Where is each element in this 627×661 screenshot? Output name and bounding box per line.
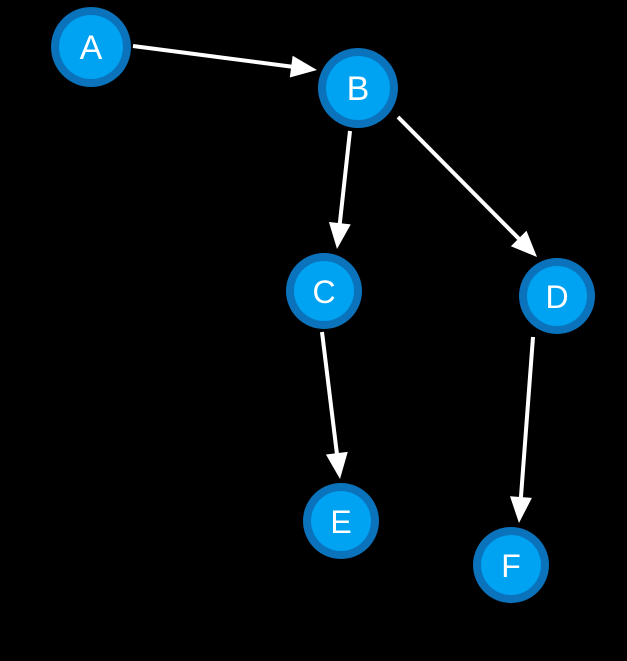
node-label: E (330, 504, 351, 540)
edge-shaft (396, 115, 522, 242)
edge-arrowhead-icon (510, 230, 537, 257)
node-label: B (347, 70, 370, 108)
edge-shaft (320, 331, 340, 456)
graph-node-c[interactable]: C (286, 253, 362, 329)
graph-edge-b-to-d (396, 115, 537, 257)
node-fill (59, 15, 123, 79)
node-fill (311, 491, 371, 551)
edges-layer (132, 44, 537, 523)
graph-node-d[interactable]: D (519, 258, 595, 334)
graph-node-f[interactable]: F (473, 527, 549, 603)
edge-arrowhead-icon (328, 221, 351, 249)
node-label: F (501, 548, 521, 584)
edge-shaft (518, 336, 535, 500)
node-label: C (312, 274, 335, 310)
graph-edge-a-to-b (132, 44, 317, 78)
node-label: A (80, 29, 103, 67)
nodes-layer: A B C D E F (51, 7, 595, 603)
node-fill (481, 535, 541, 595)
node-fill (294, 261, 354, 321)
graph-edge-d-to-f (509, 336, 535, 523)
edge-arrowhead-icon (325, 451, 348, 479)
graph-edge-c-to-e (320, 331, 348, 479)
graph-edge-b-to-c (328, 130, 352, 249)
graph-node-e[interactable]: E (303, 483, 379, 559)
node-label: D (545, 279, 568, 315)
edge-shaft (337, 130, 352, 226)
graph-node-b[interactable]: B (318, 48, 398, 128)
node-fill (326, 56, 390, 120)
graph-node-a[interactable]: A (51, 7, 131, 87)
edge-shaft (132, 44, 294, 69)
edge-arrowhead-icon (509, 496, 532, 523)
edge-arrowhead-icon (289, 55, 317, 78)
node-fill (527, 266, 587, 326)
